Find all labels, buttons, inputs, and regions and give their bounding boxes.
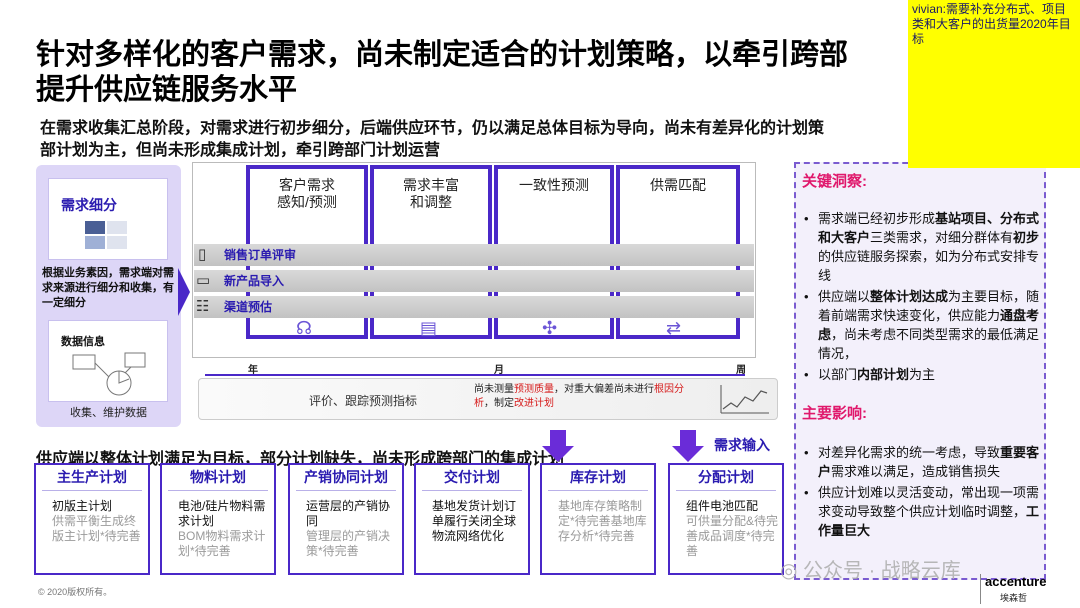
comment-note[interactable]: vivian:需要补充分布式、项目类和大客户的出货量2020年目标 [908,0,1080,168]
brand-divider [980,574,981,604]
people-icon: ☷ [196,298,210,315]
trend-chart-icon [720,385,769,414]
data-info-title: 数据信息 [61,336,105,348]
network-icon: ✣ [542,318,558,338]
data-info-card: 数据信息 [48,320,168,402]
stage-label: 客户需求 感知/预测 [277,177,337,210]
arrow-down-icon [542,430,574,462]
insight-title: 关键洞察: [802,173,867,190]
page-subtitle: 在需求收集汇总阶段，对需求进行初步细分，后端供应环节，仍以满足总体目标为导向，尚… [40,120,825,159]
watermark: ◎ 公众号 · 战略云库 [780,560,961,582]
stage-label: 供需匹配 [650,177,706,193]
phone-icon: ▯ [198,246,207,263]
copyright: © 2020版权所有。 [38,587,113,597]
brand-logo: accenture [985,574,1047,589]
impact-list: 对差异化需求的统一考虑，导致重要客户需求难以满足，造成销售损失 供应计划难以灵活… [800,443,1040,542]
data-flow-icon [72,352,146,396]
insight-item: 需求端已经初步形成基站项目、分布式和大客户三类需求，对细分群体有初步的供应链服务… [800,209,1040,285]
left-panel-description: 根据业务素因，需求端对需求来源进行细分和收集，有一定细分 [42,267,174,309]
insight-item: 以部门内部计划为主 [800,365,1040,384]
exchange-icon: ⇄ [666,318,682,338]
plan-card-delivery: 交付计划 基地发货计划订单履行关闭全球物流网络优化 [414,463,530,575]
headset-icon: ☊ [296,318,312,338]
timeline-year: 年 [248,365,258,376]
plan-card-sop: 产销协同计划 运营层的产销协同管理层的产销决策*待完善 [288,463,404,575]
arrow-right-icon [178,268,190,316]
grid-icon [85,221,129,251]
demand-segment-card: 需求细分 [48,178,168,260]
evaluation-bar: 评价、跟踪预测指标 尚未测量预测质量，对重大偏差尚未进行根因分析，制定改进计划 [198,378,778,420]
timeline-line [205,374,745,376]
band-sales-order-review: 销售订单评审 [194,244,754,266]
impact-item: 对差异化需求的统一考虑，导致重要客户需求难以满足，造成销售损失 [800,443,1040,481]
band-new-product-intro: 新产品导入 [194,270,754,292]
monitor-icon: ▭ [196,272,211,289]
stage-label: 需求丰富 和调整 [403,177,459,210]
stage-label: 一致性预测 [519,177,589,193]
band-channel-estimate: 渠道预估 [194,296,754,318]
demand-segment-title: 需求细分 [61,197,117,213]
impact-title: 主要影响: [802,405,867,422]
page-title: 针对多样化的客户需求，尚未制定适合的计划策略，以牵引跨部 提升供应链服务水平 [36,39,849,106]
impact-item: 供应计划难以灵活变动，常出现一项需求变动导致整个供应计划临时调整，工作量巨大 [800,483,1040,540]
eval-label: 评价、跟踪预测指标 [309,394,418,408]
timeline-week: 周 [736,365,746,376]
demand-input-label: 需求输入 [714,437,770,453]
left-panel-caption: 收集、维护数据 [70,407,147,419]
insight-item: 供应端以整体计划达成为主要目标，随着前端需求快速变化，供应能力通盘考虑，尚未考虑… [800,287,1040,363]
arrow-down-icon [672,430,704,462]
eval-detail: 尚未测量预测质量，对重大偏差尚未进行根因分析，制定改进计划 [474,384,684,409]
plan-card-inventory: 库存计划 基地库存策略制定*待完善基地库存分析*待完善 [540,463,656,575]
plan-card-allocation: 分配计划 组件电池匹配可供量分配&待完善成品调度*待完善 [668,463,784,575]
insight-list: 需求端已经初步形成基站项目、分布式和大客户三类需求，对细分群体有初步的供应链服务… [800,209,1040,386]
brand-cn: 埃森哲 [1000,593,1028,603]
timeline-month: 月 [494,365,504,376]
plan-card-master-production: 主生产计划 初版主计划供需平衡生成终版主计划*待完善 [34,463,150,575]
document-icon: ▤ [420,318,438,338]
